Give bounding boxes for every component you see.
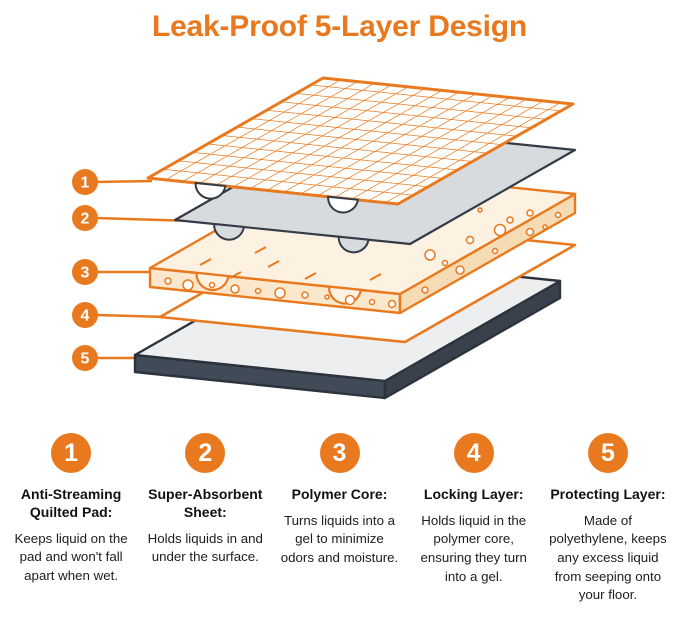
callout-badges: 1 2 3 4 5: [72, 168, 98, 371]
callout-number: 3: [81, 264, 90, 281]
sheet-funnel-1: [213, 222, 245, 241]
feature-number-badge: 3: [319, 432, 360, 473]
feature-heading: Polymer Core:: [291, 485, 388, 502]
callout-badge-3: 3: [72, 258, 98, 285]
page-title: Leak-Proof 5-Layer Design: [151, 10, 528, 43]
feature-item-3: 3 Polymer Core: Turns liquids into a gel…: [272, 432, 406, 568]
feature-description: Holds liquid in the polymer core, ensuri…: [420, 512, 527, 584]
polymer-bubbles: [164, 206, 562, 308]
feature-item-5: 5 Protecting Layer: Made of polyethylene…: [541, 432, 675, 605]
layer-diagram: 1 2 3 4 5: [0, 45, 679, 417]
callout-badge-1: 1: [72, 168, 98, 195]
callout-number: 1: [81, 174, 90, 191]
feature-number-badge: 5: [587, 432, 628, 473]
pad-funnel-1: [194, 181, 227, 200]
callout-number: 2: [81, 210, 90, 227]
callout-badge-4: 4: [72, 301, 98, 328]
feature-heading: Locking Layer:: [423, 485, 524, 502]
feature-number-badge: 4: [453, 432, 494, 473]
callout-number: 4: [81, 307, 90, 324]
callout-badge-2: 2: [72, 204, 98, 231]
diagram-svg: 1 2 3 4 5: [72, 76, 577, 399]
feature-item-4: 4 Locking Layer: Holds liquid in the pol…: [407, 432, 541, 587]
core-funnel-1: [195, 271, 230, 291]
feature-item-2: 2 Super-Absorbent Sheet: Holds liquids i…: [138, 432, 272, 568]
callout-line-1: [95, 179, 153, 183]
infographic-page: Leak-Proof 5-Layer Design: [0, 10, 679, 643]
sheet-funnel-2: [337, 235, 370, 253]
layer-1-quilted-pad: [146, 76, 575, 213]
feature-heading: Anti-Streaming Quilted Pad:: [20, 485, 122, 520]
callout-number: 5: [81, 350, 90, 367]
feature-item-1: 1 Anti-Streaming Quilted Pad: Keeps liqu…: [4, 432, 138, 586]
feature-heading: Protecting Layer:: [550, 485, 666, 502]
feature-number-badge: 1: [51, 432, 92, 473]
pad-funnel-2: [327, 195, 360, 213]
feature-number-badge: 2: [185, 432, 226, 473]
core-texture-ticks: [199, 245, 382, 281]
feature-description: Turns liquids into a gel to minimize odo…: [280, 512, 399, 565]
feature-description: Keeps liquid on the pad and won't fall a…: [14, 530, 128, 584]
feature-description: Made of polyethylene, keeps any excess l…: [549, 512, 667, 603]
callout-line-4: [95, 313, 168, 318]
feature-list: 1 Anti-Streaming Quilted Pad: Keeps liqu…: [0, 417, 679, 605]
callout-badge-5: 5: [72, 344, 98, 371]
feature-heading: Super-Absorbent Sheet:: [148, 485, 263, 520]
feature-description: Holds liquids in and under the surface.: [147, 530, 263, 565]
